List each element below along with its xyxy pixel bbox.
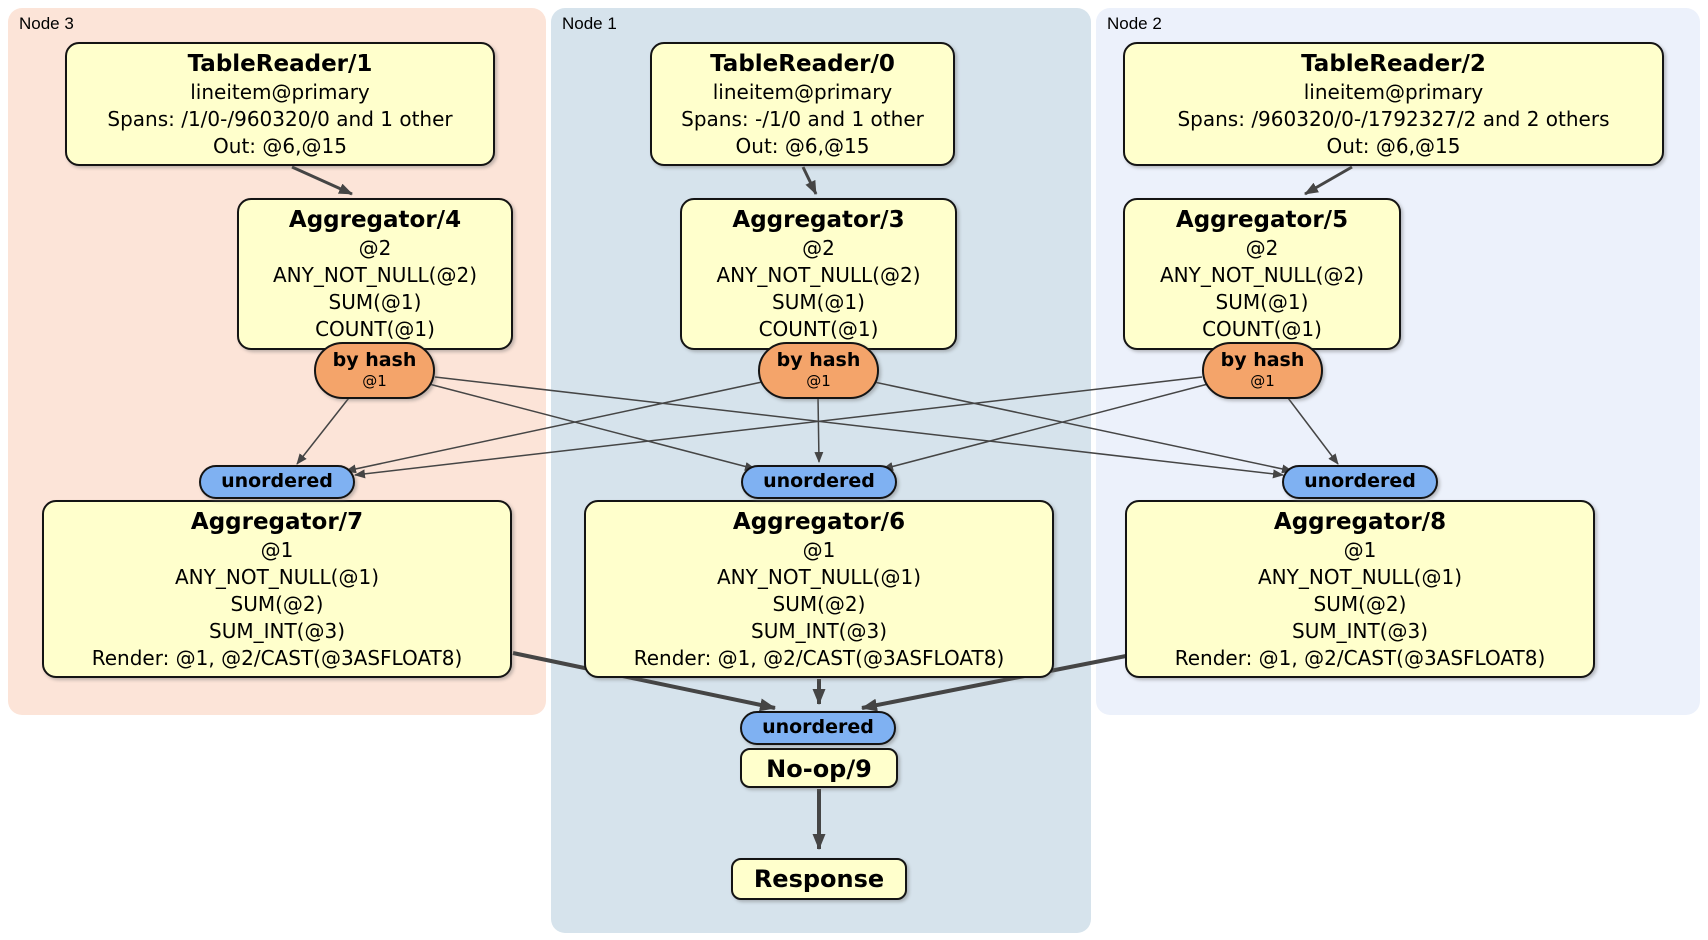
- processor-detail: @1: [1343, 538, 1377, 562]
- processor-detail: lineitem@primary: [1303, 80, 1484, 104]
- sync-unordered-6: unordered: [741, 465, 897, 499]
- processor-detail: lineitem@primary: [712, 80, 893, 104]
- processor-aggregator-5: Aggregator/5 @2 ANY_NOT_NULL(@2) SUM(@1)…: [1123, 198, 1401, 350]
- processor-aggregator-7: Aggregator/7 @1 ANY_NOT_NULL(@1) SUM(@2)…: [42, 500, 512, 678]
- edge-agg7-syncfinal: [512, 651, 776, 712]
- processor-detail: @1: [260, 538, 294, 562]
- edge-hash3-sync8: [873, 381, 1293, 474]
- processor-title: Response: [753, 865, 885, 893]
- edge-hash5-sync7: [354, 376, 1203, 479]
- processor-title: Aggregator/5: [1175, 207, 1349, 233]
- processor-title: Aggregator/4: [288, 207, 462, 233]
- processor-detail: SUM(@1): [328, 290, 422, 314]
- response-node: Response: [731, 858, 907, 900]
- processor-detail: ANY_NOT_NULL(@2): [273, 263, 477, 287]
- processor-detail: ANY_NOT_NULL(@2): [716, 263, 921, 287]
- sync-unordered-8: unordered: [1282, 465, 1438, 499]
- edge-tr0-agg3: [801, 166, 818, 195]
- node-3-label: Node 3: [19, 14, 74, 33]
- sync-unordered-final: unordered: [740, 711, 896, 745]
- processor-detail: SUM(@2): [1313, 592, 1407, 616]
- processor-detail: @2: [1245, 236, 1279, 260]
- sync-unordered-7: unordered: [199, 465, 355, 499]
- processor-detail: @1: [802, 538, 836, 562]
- router-key: @1: [362, 372, 387, 390]
- processor-detail: Render: @1, @2/CAST(@3ASFLOAT8): [633, 646, 1005, 670]
- processor-tablereader-2: TableReader/2 lineitem@primary Spans: /9…: [1123, 42, 1664, 166]
- processor-detail: @2: [358, 236, 392, 260]
- processor-title: TableReader/2: [1301, 51, 1486, 77]
- edge-hash5-sync6: [882, 383, 1209, 471]
- processor-noop-9: No-op/9: [740, 748, 898, 788]
- processor-detail: SUM(@1): [1215, 290, 1309, 314]
- processor-detail: ANY_NOT_NULL(@1): [1258, 565, 1462, 589]
- router-label: by hash: [332, 349, 417, 371]
- edge-agg8-syncfinal: [861, 654, 1127, 712]
- processor-detail: SUM_INT(@3): [751, 619, 887, 643]
- processor-detail: SUM_INT(@3): [1292, 619, 1428, 643]
- processor-detail: Render: @1, @2/CAST(@3ASFLOAT8): [1174, 646, 1546, 670]
- processor-title: Aggregator/7: [190, 509, 364, 535]
- processor-detail: Out: @6,@15: [1326, 134, 1461, 158]
- router-label: by hash: [776, 349, 861, 371]
- processor-detail: Spans: /1/0-/960320/0 and 1 other: [107, 107, 453, 131]
- processor-tablereader-0: TableReader/0 lineitem@primary Spans: -/…: [650, 42, 955, 166]
- processor-title: TableReader/0: [710, 51, 895, 77]
- edge-tr1-agg4: [291, 165, 353, 196]
- node-2-label: Node 2: [1107, 14, 1162, 33]
- processor-detail: ANY_NOT_NULL(@1): [175, 565, 379, 589]
- processor-detail: Out: @6,@15: [213, 134, 347, 158]
- processor-detail: @2: [802, 236, 835, 260]
- processor-detail: COUNT(@1): [315, 317, 435, 341]
- processor-title: TableReader/1: [187, 51, 373, 77]
- processor-detail: Spans: -/1/0 and 1 other: [681, 107, 924, 131]
- processor-aggregator-6: Aggregator/6 @1 ANY_NOT_NULL(@1) SUM(@2)…: [584, 500, 1054, 678]
- router-by-hash-5: by hash @1: [1202, 342, 1323, 399]
- processor-detail: ANY_NOT_NULL(@1): [717, 565, 921, 589]
- edge-hash3-sync7: [345, 381, 763, 474]
- edge-hash5-sync8: [1284, 393, 1339, 465]
- edge-hash3-sync6: [814, 396, 824, 463]
- processor-tablereader-1: TableReader/1 lineitem@primary Spans: /1…: [65, 42, 495, 166]
- router-by-hash-4: by hash @1: [314, 342, 435, 399]
- processor-detail: COUNT(@1): [1202, 317, 1322, 341]
- processor-detail: COUNT(@1): [758, 317, 879, 341]
- edge-hash4-sync8: [434, 376, 1284, 479]
- processor-title: Aggregator/6: [732, 509, 906, 535]
- processor-detail: ANY_NOT_NULL(@2): [1160, 263, 1364, 287]
- processor-detail: Out: @6,@15: [735, 134, 870, 158]
- processor-aggregator-8: Aggregator/8 @1 ANY_NOT_NULL(@1) SUM(@2)…: [1125, 500, 1595, 678]
- processor-detail: lineitem@primary: [190, 80, 370, 104]
- node-1-label: Node 1: [562, 14, 617, 33]
- processor-detail: Render: @1, @2/CAST(@3ASFLOAT8): [91, 646, 463, 670]
- processor-detail: SUM(@1): [772, 290, 865, 314]
- processor-aggregator-4: Aggregator/4 @2 ANY_NOT_NULL(@2) SUM(@1)…: [237, 198, 513, 350]
- edge-tr2-agg5: [1304, 165, 1353, 196]
- edge-hash4-sync6: [428, 383, 756, 471]
- processor-title: No-op/9: [766, 755, 872, 783]
- router-by-hash-3: by hash @1: [758, 342, 879, 399]
- processor-title: Aggregator/8: [1273, 509, 1447, 535]
- router-key: @1: [806, 372, 831, 390]
- router-key: @1: [1250, 372, 1275, 390]
- processor-title: Aggregator/3: [732, 207, 905, 233]
- processor-aggregator-3: Aggregator/3 @2 ANY_NOT_NULL(@2) SUM(@1)…: [680, 198, 957, 350]
- processor-detail: SUM_INT(@3): [209, 619, 345, 643]
- edge-hash4-sync7: [296, 393, 353, 465]
- processor-detail: Spans: /960320/0-/1792327/2 and 2 others: [1177, 107, 1610, 131]
- processor-detail: SUM(@2): [772, 592, 866, 616]
- router-label: by hash: [1220, 349, 1305, 371]
- processor-detail: SUM(@2): [230, 592, 324, 616]
